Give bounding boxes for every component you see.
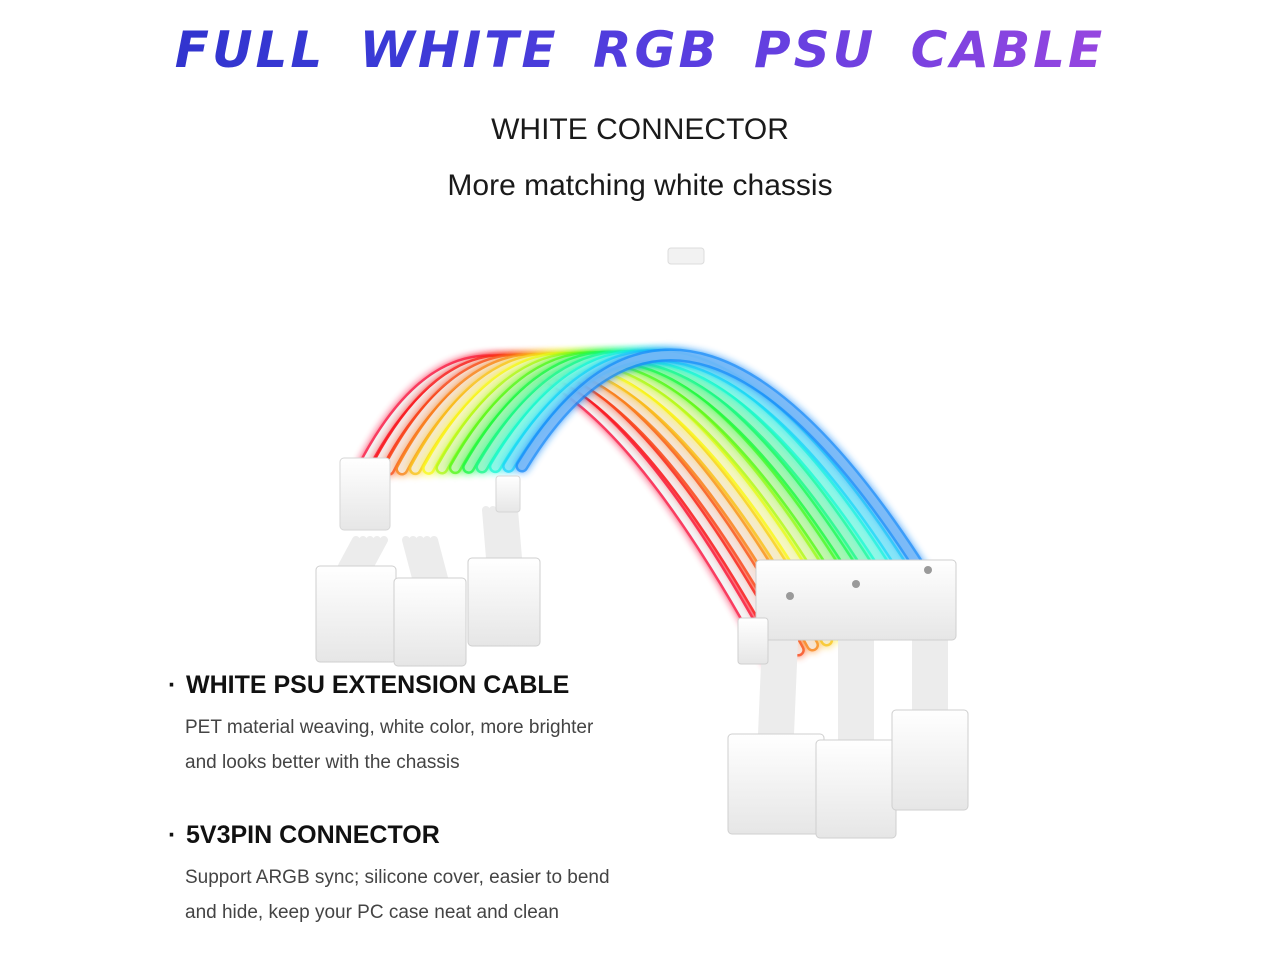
cable-comb-top [667,247,705,265]
psu-connector-bottom-2 [815,739,897,839]
cable-comb-left [339,457,391,531]
cable-lead-strand [409,536,427,582]
subheading: WHITE CONNECTOR [491,113,789,146]
cable-lead-strand [338,536,360,570]
cable-lead-strand [366,536,388,570]
rgb-cable-illustration [315,247,969,839]
tagline: More matching white chassis [447,169,833,202]
feature-5v3pin-connector: · 5V3PIN CONNECTOR Support ARGB sync; sil… [168,820,648,930]
cable-lead-strand [430,536,448,582]
feature-description-line: and looks better with the chassis [185,752,460,773]
cable-lead-strand [496,506,508,562]
cable-lead-strand [416,536,434,582]
headline: FULL WHITE RGB PSU CABLE [0,18,1280,82]
feature-title-text: 5V3PIN CONNECTOR [186,821,440,849]
gpu-connector-3 [467,557,541,647]
cable-lead-strand [359,536,381,570]
bullet: · [168,821,177,849]
cable-lead-strand [423,536,441,582]
cable-lead-strand [503,506,515,562]
feature-description-line: and hide, keep your PC case neat and cle… [185,902,559,923]
feature-description: PET material weaving, white color, more … [185,710,648,780]
cable-lead-strand [352,536,374,570]
feature-title: · 5V3PIN CONNECTOR [168,820,648,850]
bullet: · [168,671,177,699]
feature-description: Support ARGB sync; silicone cover, easie… [185,860,648,930]
cable-lead-strand [489,506,501,562]
cable-comb-left-small [495,475,521,513]
psu-connector-tab [737,617,769,665]
cable-lead-strand [772,636,784,738]
argb-pin-1 [786,592,794,600]
cable-lead-strand [765,636,777,738]
cable-lead-strand [402,536,420,582]
psu-connector-bottom-3 [891,709,969,811]
feature-title-text: WHITE PSU EXTENSION CABLE [186,671,570,699]
cable-glow-strand [515,348,947,607]
argb-pin-2 [852,580,860,588]
psu-connector-bottom-1 [727,733,825,835]
feature-description-line: Support ARGB sync; silicone cover, easie… [185,867,610,888]
feature-title: · WHITE PSU EXTENSION CABLE [168,670,648,700]
cable-braid-strand [518,350,944,604]
feature-description-line: PET material weaving, white color, more … [185,717,594,738]
gpu-connector-2 [393,577,467,667]
feature-extension-cable: · WHITE PSU EXTENSION CABLE PET material … [168,670,648,780]
left-connectors [315,457,541,667]
cable-lead-strand [786,636,798,738]
gpu-connector-1 [315,565,397,663]
right-connectors [727,559,969,839]
cable-lead-strand [510,506,522,562]
argb-pin-3 [924,566,932,574]
psu-connector-housing [755,559,957,641]
cable-lead-strand [779,636,791,738]
braided-cable-bundle [338,348,948,744]
cable-lead-strand [345,536,367,570]
cable-lead-strand [482,506,494,562]
